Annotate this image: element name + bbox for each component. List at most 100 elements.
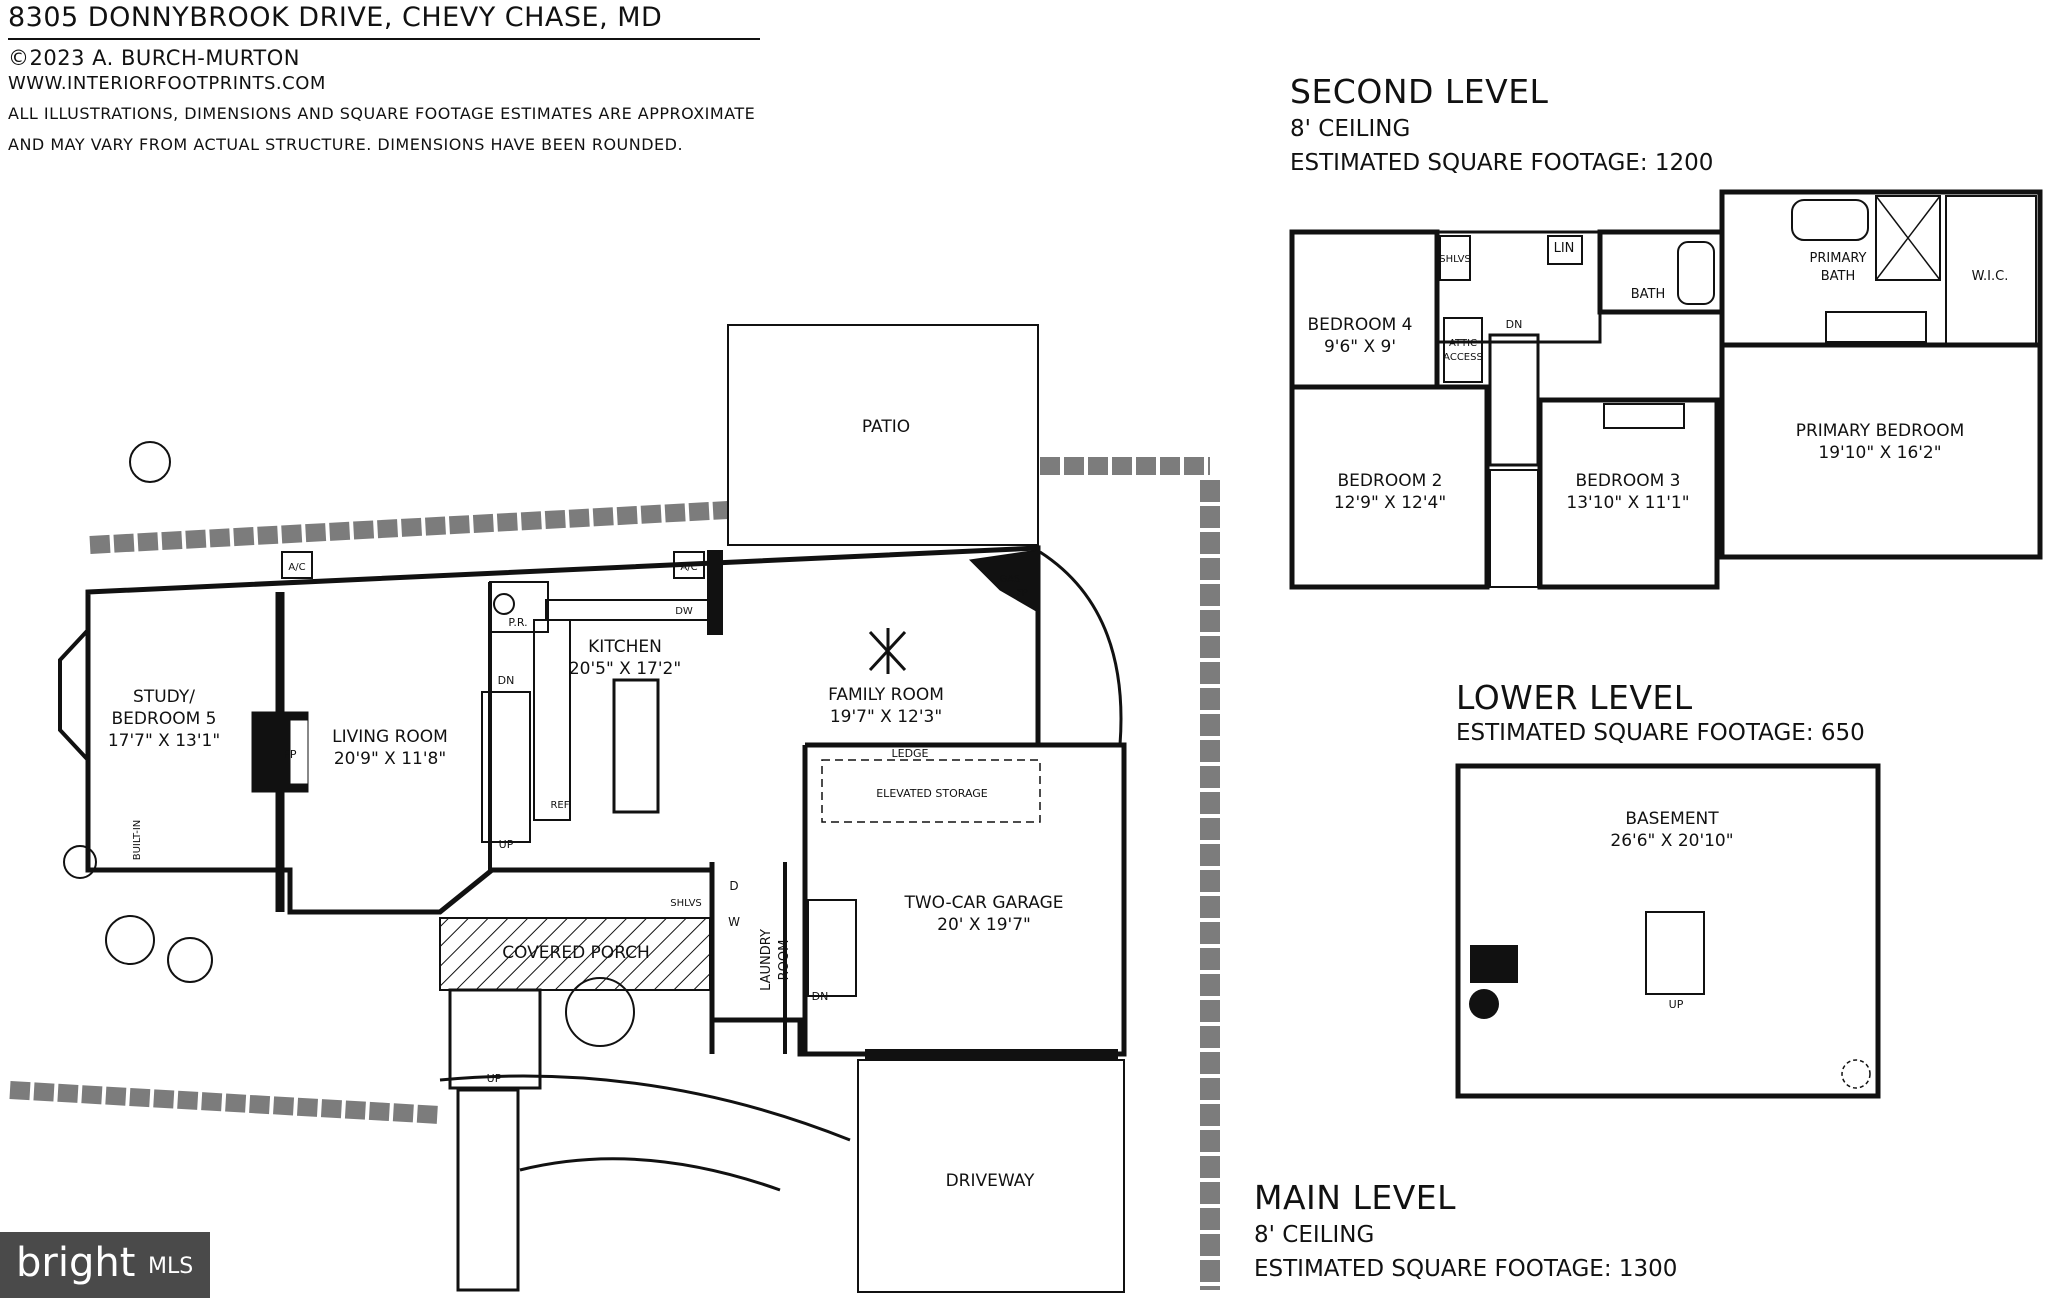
stair-down: [1488, 333, 1540, 467]
gas-fp-label-2: FP: [1016, 588, 1028, 599]
primary-tub: [1791, 199, 1869, 241]
bathtub: [1677, 241, 1715, 305]
laundry-label-1: LAUNDRY: [759, 929, 774, 991]
basement-floor-drain: [1841, 1059, 1871, 1089]
main-stair-dn: DN: [498, 674, 515, 687]
driveway-label: DRIVEWAY: [946, 1171, 1035, 1191]
disclaimer-line-2: AND MAY VARY FROM ACTUAL STRUCTURE. DIME…: [8, 135, 684, 154]
fireplace-label: FP: [284, 748, 297, 761]
elevated-storage-label: ELEVATED STORAGE: [876, 787, 988, 800]
study-name-2: BEDROOM 5: [112, 709, 217, 729]
logo-suffix: MLS: [148, 1254, 194, 1279]
ac-label-right: A/C: [680, 562, 697, 573]
bath-label: BATH: [1631, 287, 1666, 302]
lower-level-labels: BASEMENT 26'6" X 20'10" UP: [1610, 809, 1733, 1011]
garage-stair: [807, 899, 857, 997]
bedroom-3-outline: [1537, 397, 1720, 590]
driveway-outline: [857, 1059, 1125, 1293]
bush: [129, 441, 171, 483]
patio-label: PATIO: [862, 417, 910, 437]
porch-steps: [448, 988, 542, 1090]
primary-bath-label-2: BATH: [1821, 269, 1856, 284]
refrigerator-label: REF: [550, 800, 569, 811]
linen-label: LIN: [1554, 241, 1575, 256]
gas-fp-label-1: GAS: [1000, 574, 1021, 585]
primary-bedroom-name: PRIMARY BEDROOM: [1796, 421, 1965, 441]
hall-outline: [1435, 230, 1602, 344]
living-room-dim: 20'9" X 11'8": [334, 749, 446, 769]
shower-x2: [1875, 195, 1941, 281]
bedroom-2-dim: 12'9" X 12'4": [1334, 493, 1446, 513]
bedroom-2-closet: [1489, 469, 1539, 588]
garage-stair-dn: DN: [812, 990, 829, 1003]
lower-level-sqft: ESTIMATED SQUARE FOOTAGE: 650: [1456, 720, 1865, 746]
garage-dim: 20' X 19'7": [937, 915, 1031, 935]
porch-stair-up: UP: [487, 1072, 502, 1085]
property-address: 8305 DONNYBROOK DRIVE, CHEVY CHASE, MD: [8, 2, 663, 33]
gas-fireplace: [968, 549, 1039, 613]
wic-label: W.I.C.: [1972, 269, 2009, 284]
second-level-sqft: ESTIMATED SQUARE FOOTAGE: 1200: [1290, 150, 1714, 176]
main-level-labels: STUDY/ BEDROOM 5 17'7" X 13'1" LIVING RO…: [108, 417, 1064, 1191]
shelves-label: SHLVS: [670, 898, 702, 909]
laundry-label-2: ROOM: [777, 940, 792, 981]
bush: [565, 977, 635, 1047]
built-in-label: BUILT-IN: [132, 820, 143, 861]
study-dim: 17'7" X 13'1": [108, 731, 220, 751]
main-stair-up: UP: [499, 838, 514, 851]
basement-dim: 26'6" X 20'10": [1610, 831, 1733, 851]
second-level-ceiling: 8' CEILING: [1290, 116, 1411, 142]
main-level-plan: [9, 324, 1220, 1293]
disclaimer-line-1: ALL ILLUSTRATIONS, DIMENSIONS AND SQUARE…: [8, 104, 756, 123]
shower: [1875, 195, 1941, 281]
closet-shelves: [1439, 235, 1471, 281]
kitchen-dim: 20'5" X 17'2": [569, 659, 681, 679]
front-steps-path: [456, 1088, 520, 1292]
dryer-label: D: [729, 879, 738, 893]
header-divider: [8, 38, 760, 40]
dishwasher-label: DW: [675, 606, 693, 617]
main-stair: [481, 691, 531, 843]
study-bay-window: [58, 628, 90, 762]
main-level-sqft: ESTIMATED SQUARE FOOTAGE: 1300: [1254, 1256, 1678, 1282]
patio-outline: [727, 324, 1039, 546]
ac-unit-left: [281, 551, 313, 579]
bedroom-2-name: BEDROOM 2: [1338, 471, 1443, 491]
ac-label-left: A/C: [288, 562, 305, 573]
bush: [63, 845, 97, 879]
ac-unit-right: [673, 551, 705, 579]
powder-room: [489, 581, 549, 633]
family-room-name: FAMILY ROOM: [828, 685, 944, 705]
website-text: WWW.INTERIORFOOTPRINTS.COM: [8, 73, 326, 94]
powder-toilet: [493, 593, 515, 615]
covered-porch-label: COVERED PORCH: [502, 943, 650, 963]
bedroom-3-name: BEDROOM 3: [1576, 471, 1681, 491]
garden-arc: [1039, 550, 1123, 746]
logo-brand: bright: [16, 1240, 136, 1286]
kitchen-name: KITCHEN: [588, 637, 662, 657]
study-name-1: STUDY/: [133, 687, 195, 707]
kitchen-counter-top: [545, 599, 711, 621]
kitchen-counter-left: [533, 619, 571, 821]
basement-equipment-square: [1470, 945, 1518, 983]
covered-porch: [439, 917, 711, 991]
basement-outline: [1455, 763, 1881, 1099]
second-shelves-label: SHLVS: [1439, 254, 1471, 265]
second-level-plan: [1289, 189, 2043, 590]
lower-level-title: LOWER LEVEL: [1456, 678, 1693, 717]
second-level-labels: BEDROOM 4 9'6" X 9' BEDROOM 2 12'9" X 12…: [1308, 241, 2009, 513]
attic-label-2: ACCESS: [1443, 352, 1483, 363]
bush: [105, 915, 155, 965]
primary-bath-label-1: PRIMARY: [1810, 251, 1867, 266]
basement-equipment-round: [1469, 989, 1499, 1019]
family-room-dim: 19'7" X 12'3": [830, 707, 942, 727]
kitchen-island: [612, 678, 660, 814]
second-level-title: SECOND LEVEL: [1290, 72, 1549, 111]
attic-label-1: ATTIC: [1449, 338, 1477, 349]
vanity: [1825, 311, 1927, 343]
garage-name: TWO-CAR GARAGE: [903, 893, 1063, 913]
front-walk-curve-2: [519, 1157, 781, 1192]
bedroom-4-dim: 9'6" X 9': [1324, 337, 1396, 357]
living-room-name: LIVING ROOM: [332, 727, 448, 747]
